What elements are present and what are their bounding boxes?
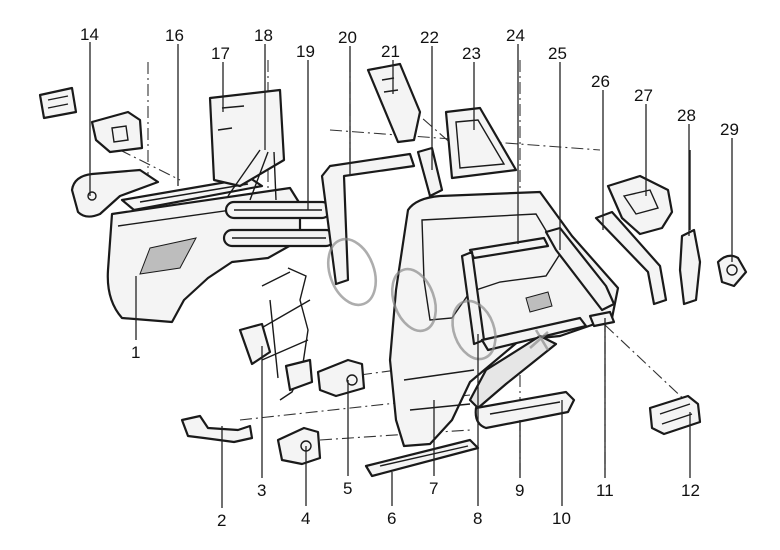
callout-9: 9 <box>515 481 524 500</box>
part-27-latch <box>606 174 674 236</box>
part-12-handle <box>648 394 702 436</box>
callout-16: 16 <box>165 26 184 45</box>
watermark <box>326 237 550 361</box>
callout-25: 25 <box>548 44 567 63</box>
part-21-quarter-glass <box>366 62 422 144</box>
callout-18: 18 <box>254 26 273 45</box>
leader-lines <box>89 42 733 508</box>
callout-24: 24 <box>506 26 525 45</box>
part-22-channel <box>416 146 444 198</box>
callout-27: 27 <box>634 86 653 105</box>
callout-8: 8 <box>473 509 482 528</box>
callout-28: 28 <box>677 106 696 125</box>
callout-12: 12 <box>681 481 700 500</box>
callout-3: 3 <box>257 481 266 500</box>
part-14-clip <box>38 86 78 120</box>
callout-19: 19 <box>296 42 315 61</box>
part-10-lower-trim <box>474 390 576 430</box>
part-17-glass <box>208 88 286 188</box>
callout-5: 5 <box>343 479 352 498</box>
callout-6: 6 <box>387 509 396 528</box>
part-18-channels <box>227 149 277 201</box>
callout-1: 1 <box>131 343 140 362</box>
callout-23: 23 <box>462 44 481 63</box>
callout-2: 2 <box>217 511 226 530</box>
part-3-regulator <box>238 267 314 401</box>
part-4-hinge <box>276 426 322 466</box>
part-23-vent-frame <box>444 106 518 180</box>
callout-labels: 14 16 17 18 19 20 21 22 23 24 25 26 27 2… <box>80 25 739 530</box>
part-29-lock <box>716 254 748 288</box>
part-2-bracket <box>180 414 254 444</box>
callout-10: 10 <box>552 509 571 528</box>
callout-26: 26 <box>591 72 610 91</box>
callout-17: 17 <box>211 44 230 63</box>
part-26-rail <box>594 210 668 306</box>
callout-21: 21 <box>381 42 400 61</box>
part-14-trim-end <box>70 168 160 218</box>
callout-7: 7 <box>429 479 438 498</box>
callout-29: 29 <box>720 120 739 139</box>
part-9-channel <box>468 316 588 410</box>
part-11-clip <box>588 310 616 328</box>
part-16-trim-strip <box>120 176 264 212</box>
callout-14: 14 <box>80 25 99 44</box>
part-28-linkage <box>678 150 702 306</box>
callout-4: 4 <box>301 509 310 528</box>
part-20-frame-seal <box>320 152 416 286</box>
callout-11: 11 <box>596 481 614 500</box>
part-5-hinge <box>316 358 366 398</box>
part-16-bracket <box>90 110 144 154</box>
callout-20: 20 <box>338 28 357 47</box>
callout-22: 22 <box>420 28 439 47</box>
